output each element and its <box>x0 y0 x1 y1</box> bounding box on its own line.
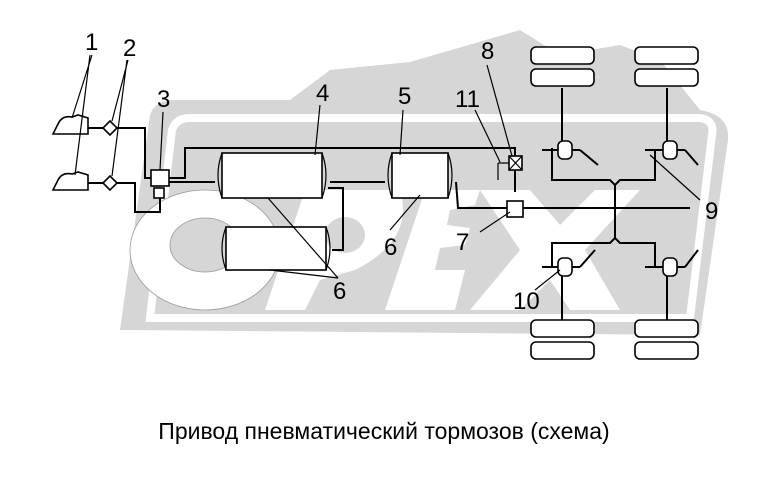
label-1: 1 <box>85 29 98 56</box>
label-3: 3 <box>157 86 170 113</box>
label-5: 5 <box>398 83 411 110</box>
label-10: 10 <box>513 288 540 315</box>
compressor-bottom <box>51 171 89 191</box>
label-6-right: 6 <box>384 234 397 261</box>
receiver-5 <box>387 152 453 199</box>
label-6-lower: 6 <box>333 278 346 305</box>
filter-bottom <box>101 174 119 192</box>
receiver-4 <box>217 152 327 199</box>
wheel-assemblies <box>530 46 699 360</box>
label-9: 9 <box>705 198 718 225</box>
label-4: 4 <box>316 80 329 107</box>
receiver-lower <box>221 226 331 271</box>
label-8: 8 <box>481 38 494 65</box>
valve-7 <box>506 200 524 218</box>
compressor-top <box>51 114 89 135</box>
pressure-regulator <box>150 169 170 187</box>
label-11: 11 <box>455 86 480 113</box>
label-2: 2 <box>123 35 136 62</box>
diagram-caption: Привод пневматический тормозов (схема) <box>158 418 610 444</box>
label-7: 7 <box>456 229 469 256</box>
filter-top <box>101 119 119 137</box>
